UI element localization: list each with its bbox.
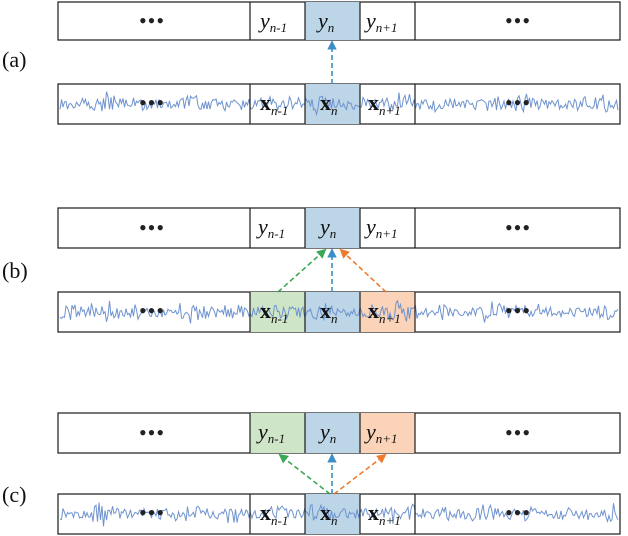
arrows-c	[278, 453, 387, 495]
output-cell-n-plus-1	[360, 413, 415, 453]
panel-b-label: (b)	[2, 258, 28, 283]
x-n: xn	[320, 298, 338, 326]
ellipsis-left: •••	[139, 215, 165, 240]
y-n: yn	[316, 8, 334, 35]
ellipsis-right: •••	[505, 298, 531, 323]
y-n-plus-1: yn+1	[364, 8, 398, 35]
y-n-minus-1: yn-1	[256, 214, 285, 241]
input-row-c: ••• ••• xn-1 xn xn+1	[57, 493, 621, 535]
y-n-plus-1: yn+1	[364, 419, 398, 446]
input-row-b: ••• ••• xn-1 xn xn+1	[57, 291, 621, 333]
signal-waveform	[59, 502, 619, 527]
panel-a-label: (a)	[2, 47, 26, 72]
ellipsis-left: •••	[139, 8, 165, 33]
ellipsis-right: •••	[505, 500, 531, 525]
ellipsis-right: •••	[505, 215, 531, 240]
arrow-xn-minus-1-to-yn	[277, 248, 327, 293]
output-cell-n	[305, 2, 360, 40]
panel-a: (a) ••• ••• yn-1 yn yn+1 ••• ••• x	[2, 1, 621, 125]
x-n-plus-1: xn+1	[368, 500, 401, 528]
y-n-minus-1: yn-1	[256, 419, 285, 446]
panel-b: (b) ••• ••• yn-1 yn yn+1 ••• •••	[2, 207, 621, 333]
y-n-minus-1: yn-1	[258, 8, 287, 35]
ellipsis-right: •••	[505, 420, 531, 445]
output-row-a: ••• ••• yn-1 yn yn+1	[57, 1, 621, 41]
x-n-minus-1: xn-1	[260, 298, 288, 326]
x-n: xn	[320, 500, 338, 528]
ellipsis-left: •••	[139, 420, 165, 445]
output-row-b: ••• ••• yn-1 yn yn+1	[57, 207, 621, 249]
y-n-plus-1: yn+1	[364, 214, 398, 241]
signal-waveform	[59, 91, 619, 117]
output-cell-n	[305, 413, 360, 453]
panel-c: (c) ••• ••• yn-1 yn yn+1 ••• •••	[2, 412, 621, 535]
ellipsis-left: •••	[139, 90, 165, 115]
x-n-minus-1: xn-1	[260, 500, 288, 528]
x-n-plus-1: xn+1	[368, 298, 401, 326]
x-n: xn	[320, 90, 338, 118]
arrow-xn-to-yn-plus-1	[333, 453, 387, 495]
output-cell-n-minus-1	[250, 413, 305, 453]
arrow-xn-plus-1-to-yn	[339, 248, 387, 293]
arrows-b	[277, 248, 387, 293]
ellipsis-left: •••	[139, 500, 165, 525]
ellipsis-right: •••	[505, 90, 531, 115]
ellipsis-left: •••	[139, 298, 165, 323]
signal-waveform	[59, 299, 619, 324]
input-row-a: ••• ••• xn-1 xn xn+1	[57, 83, 621, 125]
panel-c-label: (c)	[2, 482, 26, 507]
arrow-xn-to-yn-minus-1	[278, 453, 331, 495]
y-n: yn	[318, 419, 336, 446]
ellipsis-right: •••	[505, 8, 531, 33]
output-row-c: ••• ••• yn-1 yn yn+1	[57, 412, 621, 454]
y-n: yn	[318, 214, 336, 241]
x-n-plus-1: xn+1	[368, 90, 401, 118]
output-cell-n	[305, 208, 360, 248]
x-n-minus-1: xn-1	[260, 90, 288, 118]
